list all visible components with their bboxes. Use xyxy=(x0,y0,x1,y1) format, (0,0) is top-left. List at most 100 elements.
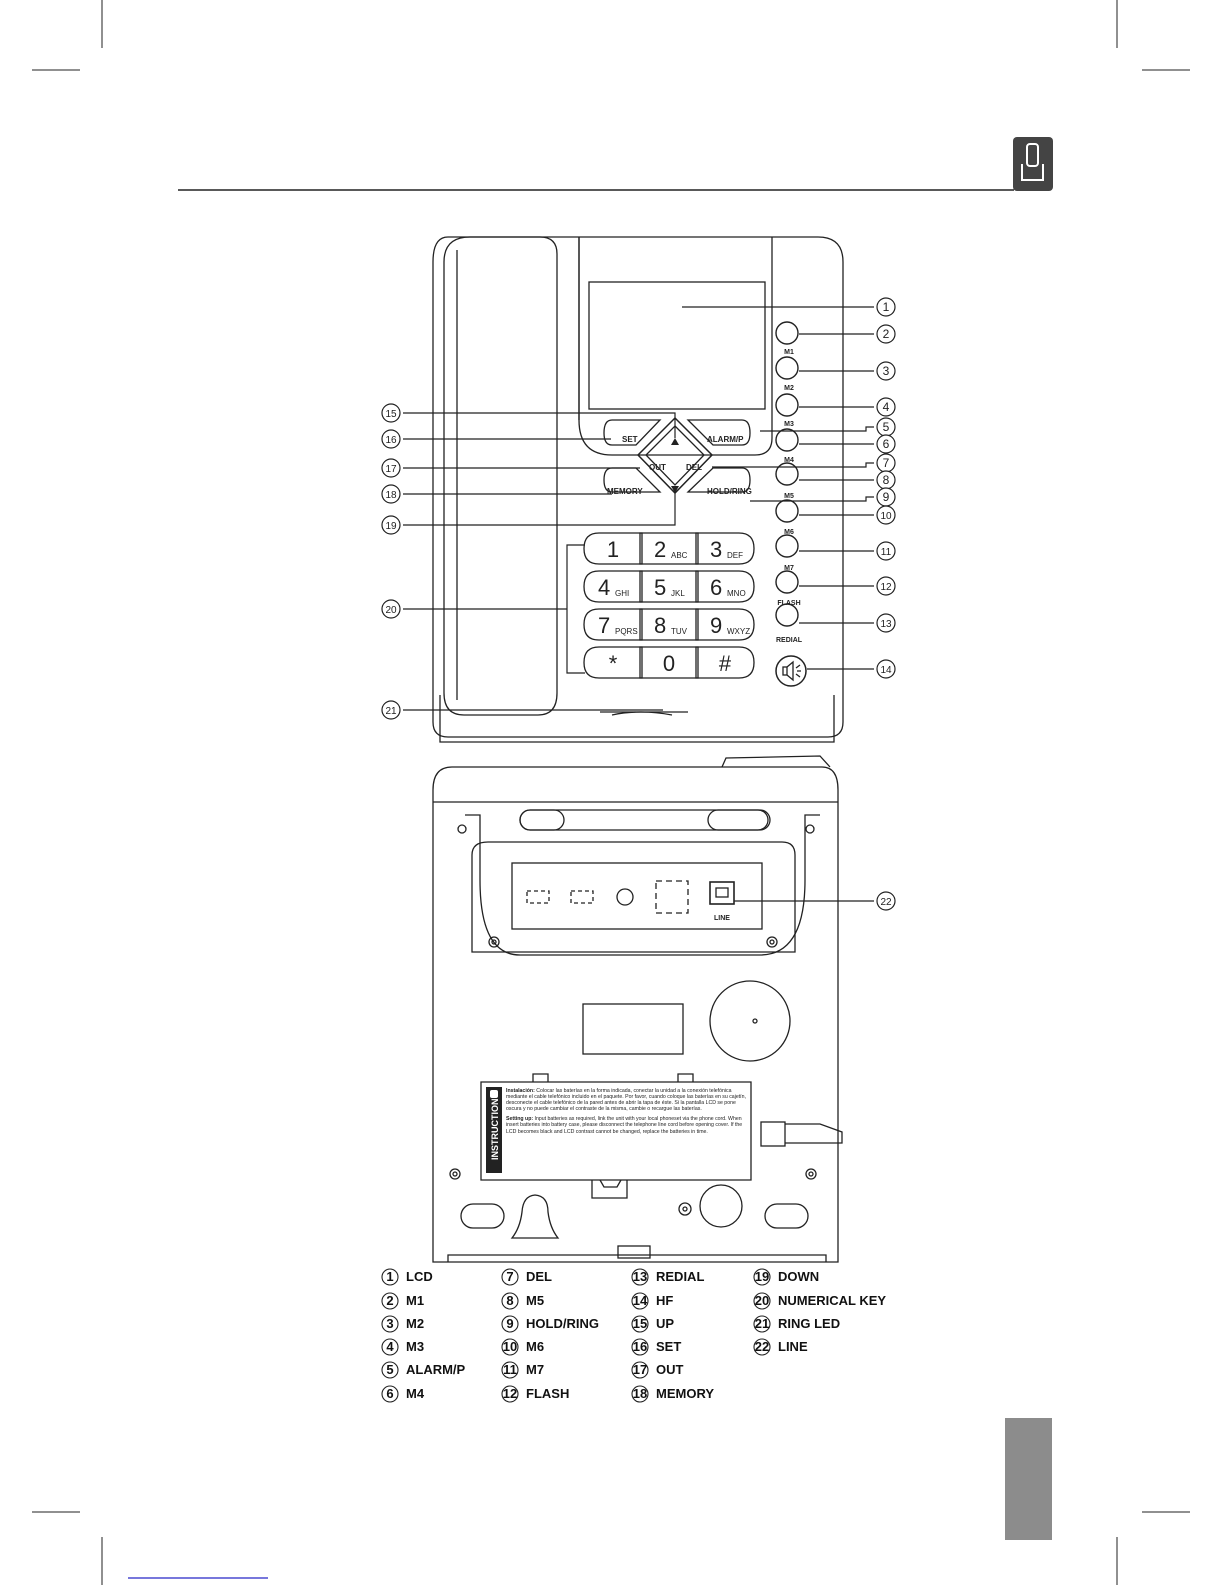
callout-4: 4 xyxy=(876,397,896,417)
line-jack-label: LINE xyxy=(714,915,730,922)
side-label-flash: FLASH xyxy=(777,600,800,607)
section-side-tab xyxy=(1005,1418,1052,1540)
legend-number: 13 xyxy=(633,1269,647,1284)
svg-text:11: 11 xyxy=(881,547,892,558)
instruction-panel: INSTRUCTION Instalación: Colocar las bat… xyxy=(486,1087,746,1173)
leader-line-7 xyxy=(712,462,874,468)
svg-text:15: 15 xyxy=(385,409,397,420)
side-label-m5: M5 xyxy=(784,493,794,500)
key-letters: MNO xyxy=(727,589,746,598)
key-digit: 8 xyxy=(654,613,666,638)
rear-foot-right xyxy=(764,1203,809,1229)
instruction-en-text: Input batteries as required, link the un… xyxy=(506,1116,743,1135)
callout-6: 6 xyxy=(876,434,896,454)
holdring-button[interactable] xyxy=(686,467,751,493)
svg-text:17: 17 xyxy=(385,464,397,475)
holdring-label: HOLD/RING xyxy=(707,487,752,496)
legend-number: 4 xyxy=(386,1339,394,1354)
callout-9: 9 xyxy=(876,487,896,507)
side-button-6[interactable] xyxy=(775,499,799,523)
svg-text:1: 1 xyxy=(883,300,890,314)
phone-back-view xyxy=(432,755,843,1263)
side-button-4[interactable] xyxy=(775,428,799,452)
legend-number: 2 xyxy=(386,1293,393,1308)
legend-number: 3 xyxy=(386,1316,393,1331)
side-button-9[interactable] xyxy=(775,603,799,627)
key-digit: 4 xyxy=(598,575,610,600)
alarm-button[interactable] xyxy=(686,419,751,446)
side-button-7[interactable] xyxy=(775,534,799,558)
key-digit: 9 xyxy=(710,613,722,638)
side-button-5[interactable] xyxy=(775,462,799,486)
key-letters: JKL xyxy=(671,589,685,598)
callout-21: 21 xyxy=(381,700,401,720)
key-1[interactable]: 1 xyxy=(583,532,643,565)
legend-number: 7 xyxy=(506,1269,513,1284)
crop-marks xyxy=(32,0,1190,1585)
callout-14: 14 xyxy=(876,659,896,679)
svg-text:13: 13 xyxy=(880,619,892,630)
legend-label: NUMERICAL KEY xyxy=(778,1293,886,1308)
side-label-m1: M1 xyxy=(784,349,794,356)
callout-16: 16 xyxy=(381,429,401,449)
softkey-labels: SET ALARM/P OUT DEL MEMORY HOLD/RING xyxy=(607,435,752,496)
hf-button[interactable] xyxy=(775,655,807,687)
key-digit: 0 xyxy=(663,651,675,676)
front-body-outline xyxy=(432,236,844,738)
rear-foot-left xyxy=(460,1203,505,1229)
legend-number: 8 xyxy=(506,1293,513,1308)
legend-label: UP xyxy=(656,1316,674,1331)
side-label-redial: REDIAL xyxy=(776,637,803,644)
key-letters: ABC xyxy=(671,551,688,560)
leader-line-5 xyxy=(760,426,874,432)
key-letters: TUV xyxy=(671,627,688,636)
svg-text:10: 10 xyxy=(880,511,892,522)
side-button-2[interactable] xyxy=(775,356,799,380)
key-0[interactable]: 0 xyxy=(639,646,699,679)
leader-line-9 xyxy=(750,496,874,502)
key-digit: 2 xyxy=(654,537,666,562)
legend-label: M7 xyxy=(526,1362,544,1377)
legend-label: DOWN xyxy=(778,1269,819,1284)
callout-10: 10 xyxy=(876,505,896,525)
legend-label: LINE xyxy=(778,1339,808,1354)
lcd-screen xyxy=(588,281,766,410)
legend-number: 21 xyxy=(755,1316,769,1331)
legend-number: 19 xyxy=(755,1269,769,1284)
legend-label: FLASH xyxy=(526,1386,569,1401)
out-label: OUT xyxy=(649,463,666,472)
key-hash[interactable]: # xyxy=(695,646,755,679)
callout-1: 1 xyxy=(876,297,896,317)
back-body-outline xyxy=(432,766,839,1263)
side-button-3[interactable] xyxy=(775,393,799,417)
callout-7: 7 xyxy=(876,453,896,473)
svg-text:14: 14 xyxy=(880,665,892,676)
legend-number: 9 xyxy=(506,1316,513,1331)
legend-label: M6 xyxy=(526,1339,544,1354)
side-button-1[interactable] xyxy=(775,321,799,345)
instruction-en-heading: Setting up: xyxy=(506,1116,534,1123)
side-button-8[interactable] xyxy=(775,570,799,594)
memory-button[interactable] xyxy=(603,467,662,493)
svg-text:20: 20 xyxy=(385,605,397,616)
key-star[interactable]: * xyxy=(583,646,643,679)
leader-line-19 xyxy=(403,493,676,526)
set-button[interactable] xyxy=(603,419,662,446)
